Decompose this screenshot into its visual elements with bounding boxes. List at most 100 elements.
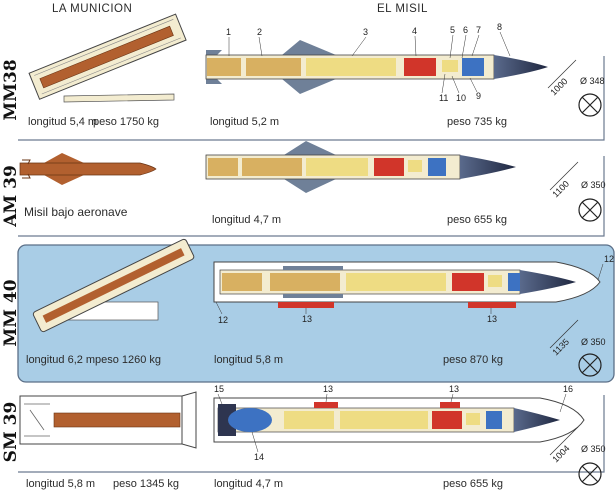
callout-2: 2 — [257, 27, 262, 37]
am39-launcher-caption: Misil bajo aeronave — [24, 205, 128, 219]
mm40-launcher-weight: peso 1260 kg — [95, 354, 161, 366]
am39-underwing-tail — [22, 159, 31, 179]
am39-warhead — [374, 158, 404, 176]
am39-launcher — [19, 153, 157, 185]
mm40-nose — [520, 270, 576, 294]
mm38-section-fins — [581, 96, 599, 114]
header-missile: EL MISIL — [377, 3, 428, 15]
mm38-warhead — [404, 58, 436, 76]
am39-wing-top — [284, 141, 336, 155]
mm40-missile-weight: peso 870 kg — [443, 354, 503, 366]
am39-sustainer — [306, 158, 368, 176]
mm40-section-circle — [578, 353, 602, 377]
callout-14: 14 — [254, 452, 264, 462]
mm38-missile — [205, 40, 548, 94]
am39-nose — [460, 155, 516, 179]
sm39-missile — [213, 397, 585, 443]
am39-cross-section: 1100 Ø 350 — [549, 161, 606, 222]
sm39-leader-lines — [217, 393, 567, 453]
mm38-fuze — [442, 60, 458, 72]
mm38-missile-length: longitud 5,2 m — [210, 116, 279, 128]
callout-13-a: 13 — [323, 384, 333, 394]
am39-underwing-missile — [19, 162, 157, 176]
mm40-sustainer — [346, 273, 446, 291]
mm38-tailfin-top — [206, 50, 222, 56]
sm39-section-fins — [581, 465, 599, 483]
am39-missile-length: longitud 4,7 m — [212, 214, 281, 226]
mm40-fuze — [488, 275, 502, 287]
callout-12-left: 12 — [218, 315, 228, 325]
mm40-missile-length: longitud 5,8 m — [214, 354, 283, 366]
mm38-launcher — [28, 13, 187, 103]
callout-11: 11 — [439, 93, 448, 103]
mm38-leader-lines — [228, 31, 511, 94]
mm40-warhead — [452, 273, 484, 291]
callout-1: 1 — [226, 27, 231, 37]
am39-section-circle — [578, 198, 602, 222]
mm40-leader-lines — [215, 263, 604, 315]
sm39-seeker — [486, 411, 502, 429]
row3-label: MM 40 — [1, 279, 21, 346]
sm39-section-circle — [578, 462, 602, 486]
mm38-launcher-rails — [28, 13, 187, 100]
row1-frame — [18, 56, 605, 141]
mm38-launcher-length: longitud 5,4 m — [28, 116, 97, 128]
callout-12-right: 12 — [604, 254, 614, 264]
sm39-capsule-details — [24, 403, 50, 437]
mm38-launcher-weight: peso 1750 kg — [93, 116, 159, 128]
callout-10: 10 — [456, 93, 466, 103]
mm38-span-line — [547, 59, 577, 89]
sm39-launcher-length: longitud 5,8 m — [26, 478, 95, 490]
mm38-wing-top — [282, 40, 336, 55]
header-munition: LA MUNICION — [52, 3, 132, 15]
mm38-cross-section: 1000 Ø 348 — [547, 59, 605, 117]
sm39-callouts: 15 13 13 16 14 — [214, 384, 573, 462]
mm40-callouts: 12 12 13 13 — [215, 254, 614, 325]
mm38-sustainer — [306, 58, 396, 76]
mm38-span: 1000 — [548, 76, 569, 97]
mm38-nose — [494, 55, 548, 79]
mm38-wing-bottom — [282, 79, 336, 94]
row4-label: SM 39 — [1, 402, 21, 463]
mm38-rail-lines — [34, 19, 181, 95]
callout-4: 4 — [412, 26, 417, 36]
sm39-booster-tank — [228, 408, 272, 432]
am39-diameter: Ø 350 — [581, 180, 606, 190]
am39-booster — [242, 158, 302, 176]
callout-13-right: 13 — [487, 314, 497, 324]
mm38-launcher-base — [63, 93, 175, 103]
callout-15: 15 — [214, 384, 224, 394]
mm38-seeker — [462, 58, 484, 76]
callout-16: 16 — [563, 384, 573, 394]
mm40-wing-top — [283, 266, 343, 270]
sm39-missile-weight: peso 655 kg — [443, 478, 503, 490]
am39-pylon-wing-top — [44, 153, 84, 163]
mm40-seal-left — [278, 302, 334, 308]
am39-booster-aft — [208, 158, 238, 176]
mm38-tailfin-bottom — [206, 78, 222, 84]
sm39-launcher-weight: peso 1345 kg — [113, 478, 179, 490]
sm39-fuze — [466, 413, 480, 425]
sm39-missile-length: longitud 4,7 m — [214, 478, 283, 490]
sm39-warhead — [432, 411, 462, 429]
mm40-seal-right — [468, 302, 516, 308]
sm39-capsule-missile — [53, 412, 181, 428]
mm40-launcher-length: longitud 6,2 m — [26, 354, 95, 366]
mm38-callouts: 1 2 3 4 5 6 7 8 9 10 11 — [226, 22, 511, 103]
am39-missile — [205, 141, 516, 193]
mm38-booster-aft — [207, 58, 241, 76]
mm40-wing-bottom — [283, 294, 343, 298]
am39-seeker — [428, 158, 446, 176]
row2-label: AM 39 — [1, 165, 21, 228]
row2-frame — [18, 156, 605, 237]
am39-wing-bottom — [284, 179, 336, 193]
sm39-diameter: Ø 350 — [581, 444, 606, 454]
callout-5: 5 — [450, 25, 455, 35]
mm40-booster — [270, 273, 340, 291]
row4-frame — [18, 395, 605, 473]
mm40-section-fins — [581, 356, 599, 374]
am39-fuze — [408, 160, 422, 172]
sm39-span-line — [549, 426, 579, 456]
